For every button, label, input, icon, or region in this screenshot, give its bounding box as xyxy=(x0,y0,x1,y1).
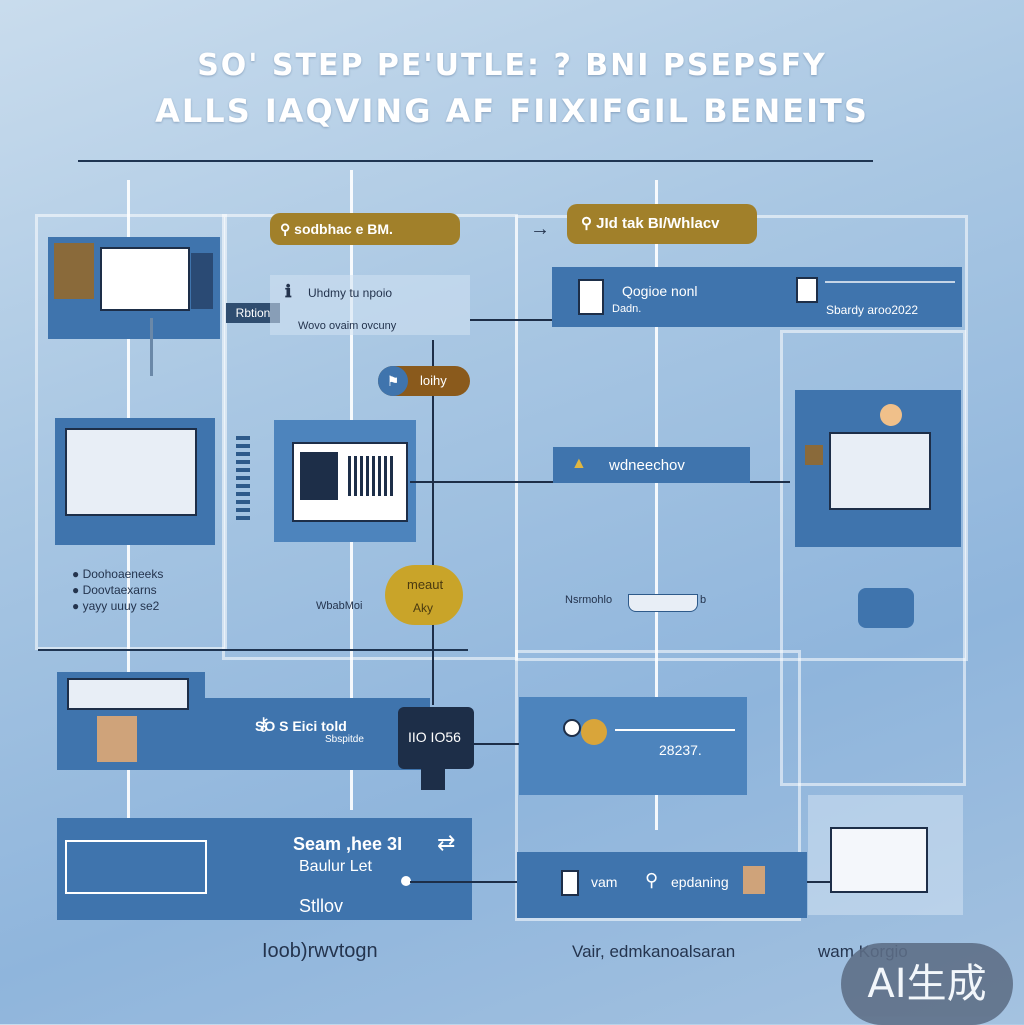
bottom-right-left: vam xyxy=(591,874,618,890)
stand-line xyxy=(150,318,153,376)
center-block-line1: Uhdmy tu npoio xyxy=(308,286,393,300)
hand-icon xyxy=(743,866,765,894)
phone-icon xyxy=(561,870,579,896)
step-pill-right-label: JId tak BI/Whlacv xyxy=(596,215,720,232)
gold-callout[interactable]: meaut Aky xyxy=(385,565,463,625)
worker-icon xyxy=(97,716,137,762)
building-icon xyxy=(54,243,94,299)
illustration-panel-right xyxy=(795,390,961,547)
bottom-left-panel: Seam ,hee 3I ⇄ Baulur Let Stllov xyxy=(57,818,472,920)
right-banner-right: Sbardy aroo2022 xyxy=(826,303,919,317)
device-icon xyxy=(191,253,213,309)
globe-icon xyxy=(858,588,914,628)
section-divider xyxy=(38,649,468,651)
mid-label-right-tail: b xyxy=(700,594,707,606)
sos-panel: SO S Eici told Sbspitde ⚷ xyxy=(205,698,430,770)
screen-icon xyxy=(100,247,190,311)
gold-callout-line1: meaut xyxy=(407,577,444,592)
gold-callout-line2: Aky xyxy=(413,601,434,615)
ai-generated-badge: AI生成 xyxy=(841,943,1013,1025)
capsule-icon xyxy=(628,594,698,612)
printer-icon xyxy=(830,827,928,893)
connector-bottom-mid xyxy=(474,743,554,745)
illustration-panel-bottom-right xyxy=(808,795,963,915)
pin-icon: ⚲ xyxy=(280,221,295,237)
coin-icon xyxy=(581,719,607,745)
illustration-panel-top-left xyxy=(48,237,220,339)
pin-icon: ⚲ xyxy=(581,215,597,232)
bottom-left-title3: Stllov xyxy=(299,896,344,916)
bottom-left-title2: Baulur Let xyxy=(299,858,372,875)
illustration-panel-center xyxy=(274,420,416,542)
center-info-block xyxy=(270,275,470,335)
tag-icon: ⚑ xyxy=(378,366,408,396)
illustration-panel-mid-left xyxy=(55,418,215,545)
frame-far-right xyxy=(780,330,966,786)
right-banner: Qogioe nonl Dadn. Sbardy aroo2022 xyxy=(552,267,962,327)
footer-caption-2: Vair, edmkanoalsaran xyxy=(572,942,736,961)
small-step-pill[interactable]: ⚑ loihy xyxy=(378,366,470,396)
bottom-right-right: epdaning xyxy=(671,874,729,890)
illustration-panel-bottom-left xyxy=(57,672,205,770)
bullet-icon: ● xyxy=(72,567,83,581)
radio-icon xyxy=(563,719,581,737)
arrow-up-icon: ▲ xyxy=(571,455,587,472)
toolbar-icon xyxy=(67,678,189,710)
rbtion-tag: Rbtion xyxy=(226,303,280,323)
id-code: IIO IO56 xyxy=(408,729,461,745)
number-panel: 28237. xyxy=(519,697,747,795)
mid-label-right: Nsrmohlo xyxy=(565,594,613,606)
mid-right-label-box: ▲ wdneechov xyxy=(553,447,750,483)
mid-right-label: wdneechov xyxy=(609,457,685,474)
person-icon xyxy=(880,404,902,426)
box-shape xyxy=(300,452,338,500)
dotted-rule xyxy=(236,436,250,522)
value-rule xyxy=(615,729,735,731)
title-divider xyxy=(78,160,873,162)
title-line-1: SO' STEP PE'UTLE: ? BNI PSEPSFY xyxy=(197,48,827,83)
panel-icon xyxy=(65,840,207,894)
bulb-icon: ⚲ xyxy=(645,870,659,890)
small-step-pill-label: loihy xyxy=(420,373,447,388)
right-banner-sub: Dadn. xyxy=(612,303,642,315)
info-icon: ℹ xyxy=(285,282,292,301)
connector-base xyxy=(421,768,445,790)
title-line-2: ALLS IAQVING AF FIIXIFGIL BENEITS xyxy=(155,92,869,130)
bottom-left-title1: Seam ,hee 3I xyxy=(293,834,403,854)
bullet-icon: ● xyxy=(72,599,83,613)
list-item: ● yayy uuuy se2 xyxy=(72,599,160,613)
grid-line-3 xyxy=(655,180,658,830)
id-code-box[interactable]: IIO IO56 xyxy=(398,707,474,769)
sos-sub: Sbspitde xyxy=(325,734,364,745)
step-pill-right[interactable]: ⚲ JId tak BI/Whlacv xyxy=(567,204,757,244)
center-block-line2: Wovo ovaim ovcuny xyxy=(298,320,397,332)
arrow-icon: → xyxy=(530,218,550,240)
connector-vertical xyxy=(432,340,434,705)
number-value: 28237. xyxy=(659,742,702,758)
arrow-icon: ⇄ xyxy=(437,830,456,855)
key-icon: ⚷ xyxy=(257,714,271,734)
connector-top xyxy=(470,319,552,321)
hand-icon xyxy=(805,445,823,465)
sos-label: SO S Eici told xyxy=(255,718,347,734)
barcode-shape xyxy=(348,456,396,496)
document-icon xyxy=(578,279,604,315)
step-pill-left[interactable]: ⚲ sodbhac e BM. xyxy=(270,213,460,245)
banner-rule xyxy=(825,281,955,283)
bottom-right-banner: vam ⚲ epdaning xyxy=(517,852,807,918)
storage-icon xyxy=(292,442,408,522)
frame-left xyxy=(35,214,227,650)
step-pill-left-label: sodbhac e BM. xyxy=(294,221,393,237)
bullet-icon: ● xyxy=(72,583,83,597)
device-icon-small xyxy=(796,277,818,303)
right-banner-title: Qogioe nonl xyxy=(622,283,698,299)
list-item: ● Doohoaeneeks xyxy=(72,567,164,581)
center-caption: WbabMoi xyxy=(316,600,363,612)
storefront-icon xyxy=(65,428,197,516)
node-dot xyxy=(401,876,411,886)
monitor-icon xyxy=(829,432,931,510)
footer-caption-1: Ioob)rwvtogn xyxy=(262,940,378,962)
list-item: ● Doovtaexarns xyxy=(72,583,157,597)
